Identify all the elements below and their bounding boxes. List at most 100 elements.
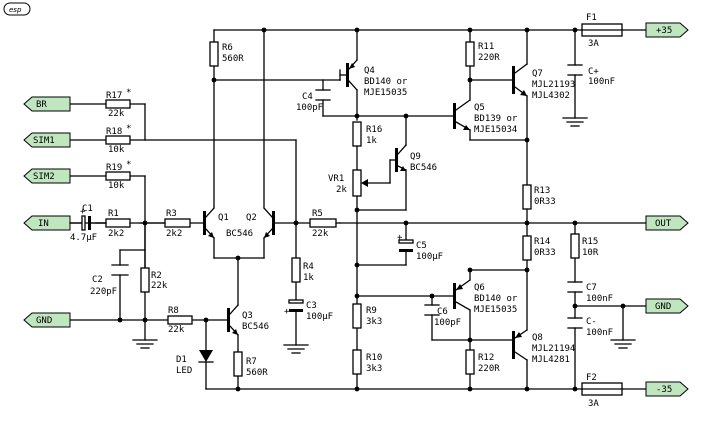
pin-gnd-right-label: GND — [655, 302, 671, 312]
capacitor-c4 — [315, 89, 331, 101]
r7-value: 560R — [246, 368, 268, 378]
q8-type1: MJL21194 — [532, 344, 575, 354]
transistor-q7 — [512, 63, 528, 97]
capacitor-c5 — [398, 239, 414, 252]
r14-value: 0R33 — [534, 248, 556, 258]
c1-label: C1 — [82, 204, 93, 214]
pin-sim1-label: SIM1 — [33, 136, 55, 146]
led-d1 — [198, 350, 214, 363]
r6-value: 560R — [222, 54, 244, 64]
capacitor-cplus — [567, 64, 583, 76]
ground-symbol-right — [610, 339, 636, 349]
component-labels: R17 * 22k R18 * 10k R19 * 10k + C1 4.7µF… — [70, 13, 615, 409]
q3-type: BC546 — [242, 322, 269, 332]
r8-value: 22k — [168, 325, 185, 335]
d1-type: LED — [176, 366, 192, 376]
capacitor-cminus — [567, 317, 583, 329]
transistor-q6 — [453, 279, 471, 311]
ground-symbol-top — [562, 117, 588, 127]
c5-label: C5 — [416, 241, 427, 251]
resistor-r13 — [522, 184, 532, 210]
r18-label: R18 — [106, 127, 122, 137]
q4-label: Q4 — [364, 66, 375, 76]
r17-star: * — [126, 88, 131, 98]
r16-label: R16 — [366, 125, 382, 135]
r10-label: R10 — [366, 353, 382, 363]
r15-label: R15 — [582, 237, 598, 247]
resistor-r12 — [465, 349, 475, 375]
r12-value: 220R — [478, 364, 500, 374]
transistor-q5 — [453, 99, 471, 131]
c3-label: C3 — [306, 301, 317, 311]
resistor-r4 — [291, 257, 301, 283]
r1-label: R1 — [108, 209, 119, 219]
r7-label: R7 — [246, 357, 257, 367]
pin-out: OUT — [645, 215, 689, 231]
q6-type1: BD140 or — [474, 294, 518, 304]
resistor-r5 — [309, 218, 337, 228]
c3-plus: + — [284, 307, 290, 317]
ground-symbol-left — [132, 339, 158, 349]
r17-value: 22k — [108, 109, 125, 119]
vr1-value: 2k — [336, 185, 347, 195]
pin-sim1: SIM1 — [23, 132, 71, 148]
c7-value: 100nF — [586, 294, 613, 304]
q4-type2: MJE15035 — [364, 88, 407, 98]
q2-label: Q2 — [246, 213, 257, 223]
r15-value: 10R — [582, 248, 599, 258]
r3-label: R3 — [166, 209, 177, 219]
resistor-r6 — [209, 41, 219, 67]
q5-type1: BD139 or — [474, 114, 518, 124]
r1-value: 2k2 — [108, 229, 124, 239]
resistor-r17 — [105, 99, 131, 109]
ground-symbol-c3 — [283, 344, 309, 354]
r18-value: 10k — [108, 145, 125, 155]
r13-label: R13 — [534, 186, 550, 196]
q6-label: Q6 — [474, 283, 485, 293]
q6-type2: MJE15035 — [474, 305, 517, 315]
pin-in-label: IN — [38, 219, 49, 229]
pin-gnd-left: GND — [23, 312, 71, 328]
r10-value: 3k3 — [366, 364, 382, 374]
capacitor-c3 — [288, 299, 304, 312]
resistor-r14 — [522, 235, 532, 261]
r14-label: R14 — [534, 237, 550, 247]
c4-label: C4 — [302, 92, 313, 102]
capacitor-c1 — [69, 215, 107, 231]
pin-gnd-left-label: GND — [36, 316, 52, 326]
resistor-r16 — [352, 121, 362, 147]
resistor-r10 — [352, 349, 362, 375]
cminus-label: C- — [586, 317, 597, 327]
q7-type2: MJL4302 — [532, 91, 570, 101]
transistor-q2 — [263, 207, 275, 239]
resistor-r11 — [465, 41, 475, 67]
f2-label: F2 — [586, 373, 597, 383]
cplus-value: 100nF — [588, 77, 615, 87]
f1-value: 3A — [588, 39, 599, 49]
c7-label: C7 — [586, 283, 597, 293]
r5-value: 22k — [312, 229, 329, 239]
r9-value: 3k3 — [366, 317, 382, 327]
q1-label: Q1 — [218, 213, 229, 223]
capacitor-c2 — [111, 264, 129, 276]
esp-logo: esp — [3, 2, 31, 16]
q12-type: BC546 — [226, 229, 253, 239]
r3-value: 2k2 — [166, 229, 182, 239]
c1-plus: + — [80, 207, 86, 217]
q4-type1: BD140 or — [364, 77, 408, 87]
r2-label: R2 — [151, 271, 162, 281]
resistor-r8 — [167, 315, 193, 325]
pin-plus35-label: +35 — [656, 26, 672, 36]
r4-value: 1k — [303, 273, 314, 283]
r18-star: * — [126, 124, 131, 134]
d1-label: D1 — [176, 355, 187, 365]
pin-minus35: -35 — [645, 381, 689, 397]
resistor-r18 — [105, 135, 131, 145]
transistor-q8 — [512, 329, 528, 361]
f1-label: F1 — [586, 13, 597, 23]
potentiometer-vr1 — [352, 169, 368, 197]
r19-value: 10k — [108, 181, 125, 191]
r11-label: R11 — [478, 42, 494, 52]
cminus-value: 100nF — [586, 328, 613, 338]
